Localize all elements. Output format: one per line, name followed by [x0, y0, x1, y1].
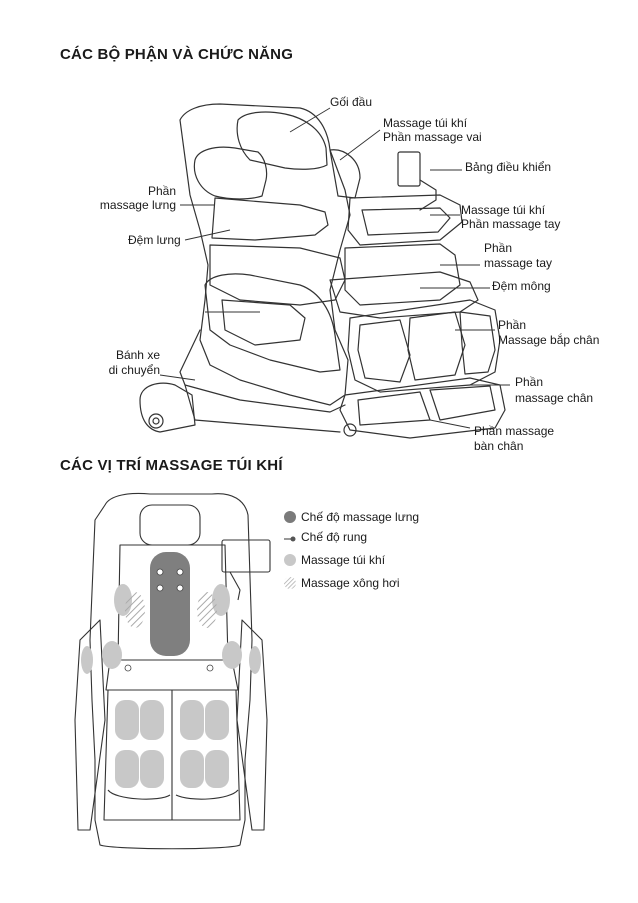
- legend-airbag: Massage túi khí: [283, 553, 385, 567]
- hatched-circle-icon: [283, 576, 297, 590]
- light-circle-icon: [283, 553, 297, 567]
- dark-circle-icon: [283, 510, 297, 524]
- legend-steam: Massage xông hơi: [283, 576, 400, 590]
- legend-label: Massage xông hơi: [301, 576, 400, 590]
- legend-vibration: Chế độ rung: [283, 530, 367, 544]
- small-dot-icon: [283, 530, 297, 544]
- legend-label: Massage túi khí: [301, 553, 385, 567]
- legend-back-massage: Chế độ massage lưng: [283, 510, 419, 524]
- legend-label: Chế độ massage lưng: [301, 510, 419, 524]
- legend-label: Chế độ rung: [301, 530, 367, 544]
